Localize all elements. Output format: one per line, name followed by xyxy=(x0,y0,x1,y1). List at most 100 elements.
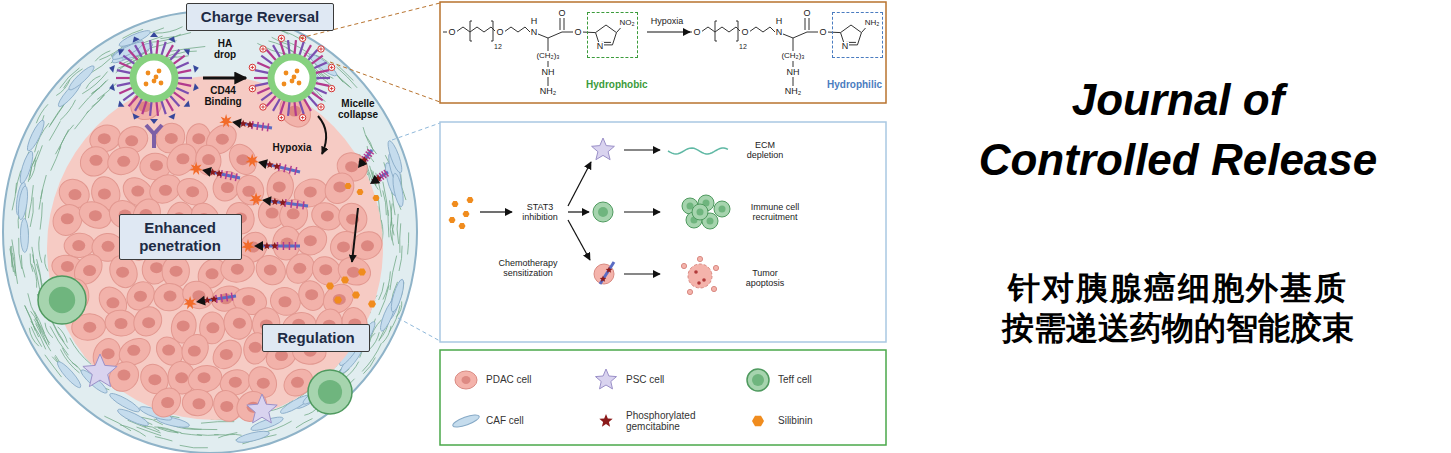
process-box: Regulation xyxy=(262,324,370,352)
annotation-label: CD44 Binding xyxy=(201,85,246,108)
ellipse-shape xyxy=(175,372,188,383)
circle-shape xyxy=(278,35,284,41)
title-text: Journal of Controlled Release xyxy=(968,70,1388,190)
circle-shape xyxy=(752,374,764,386)
ellipse-shape xyxy=(462,376,471,384)
path-shape xyxy=(368,301,376,308)
path-shape xyxy=(392,224,394,245)
path-shape xyxy=(92,94,105,106)
path-shape xyxy=(133,113,140,119)
path-shape xyxy=(383,271,390,299)
ellipse-shape xyxy=(236,154,249,165)
path-shape xyxy=(392,123,440,140)
path-shape xyxy=(246,121,254,128)
circle-shape xyxy=(144,82,149,87)
annotation-label: Micelle collapse xyxy=(336,98,381,121)
path-shape xyxy=(330,62,440,102)
ellipse-shape xyxy=(333,181,346,192)
g-shape xyxy=(241,239,300,252)
atom-label: O xyxy=(818,28,827,37)
rect-shape xyxy=(440,122,886,342)
legend-swatch xyxy=(599,414,612,427)
path-shape xyxy=(548,77,549,86)
path-shape xyxy=(331,87,332,91)
legend-text: CAF cell xyxy=(486,415,524,427)
path-shape xyxy=(809,17,810,30)
path-shape xyxy=(196,296,206,306)
ellipse-shape xyxy=(319,264,332,275)
path-shape xyxy=(91,81,105,94)
g-shape xyxy=(189,162,240,181)
ellipse-shape xyxy=(20,218,29,252)
ellipse-shape xyxy=(293,263,306,274)
legend-swatch xyxy=(747,369,769,391)
atom-label: N xyxy=(775,28,784,37)
path-shape xyxy=(252,121,253,129)
path-shape xyxy=(137,427,162,436)
box-label: Regulation xyxy=(277,329,355,346)
path-shape xyxy=(180,445,208,448)
path-shape xyxy=(144,426,160,431)
path-shape xyxy=(271,198,279,205)
circle-shape xyxy=(308,370,352,414)
path-shape xyxy=(452,201,459,207)
ellipse-shape xyxy=(146,382,186,422)
path-shape xyxy=(582,32,596,34)
legend-text: Silibinin xyxy=(778,415,812,427)
circle-shape xyxy=(697,281,701,285)
ellipse-shape xyxy=(182,389,213,416)
path-shape xyxy=(326,283,334,290)
ellipse-shape xyxy=(250,249,291,290)
path-shape xyxy=(318,116,326,154)
path-shape xyxy=(358,269,366,276)
path-shape xyxy=(109,65,115,73)
ellipse-shape xyxy=(142,317,155,328)
circle-shape xyxy=(711,286,716,291)
ellipse-shape xyxy=(125,135,138,146)
ellipse-shape xyxy=(249,342,262,353)
path-shape xyxy=(341,277,349,284)
path-shape xyxy=(459,223,466,229)
path-shape xyxy=(39,236,42,262)
atom-label: NH₂ xyxy=(784,87,803,96)
ellipse-shape xyxy=(216,134,229,145)
atom-label: O xyxy=(573,28,582,37)
circle-shape xyxy=(260,104,266,110)
path-shape xyxy=(193,65,199,73)
circle-shape xyxy=(318,46,324,52)
g-shape xyxy=(443,17,621,86)
path-shape xyxy=(182,428,217,430)
path-shape xyxy=(51,146,61,170)
annotation-label: Chemotherapy sensitization xyxy=(493,258,563,279)
g-shape xyxy=(47,86,386,427)
path-shape xyxy=(366,135,374,151)
path-shape xyxy=(254,241,263,251)
path-shape xyxy=(400,223,401,253)
ellipse-shape xyxy=(273,181,286,192)
ellipse-shape xyxy=(17,185,30,220)
path-shape xyxy=(358,158,367,168)
path-shape xyxy=(133,37,140,43)
atom-label: NH xyxy=(541,68,556,77)
circle-shape xyxy=(249,85,255,91)
path-shape xyxy=(146,125,154,148)
path-shape xyxy=(263,47,264,51)
circle-shape xyxy=(146,71,151,76)
circle-shape xyxy=(157,69,162,74)
ellipse-shape xyxy=(451,412,480,429)
path-shape xyxy=(34,145,42,167)
path-shape xyxy=(83,354,117,387)
path-shape xyxy=(596,369,617,389)
legend-swatch xyxy=(455,371,477,389)
path-shape xyxy=(752,416,764,426)
circle-shape xyxy=(318,104,324,110)
g-shape xyxy=(10,15,409,448)
ellipse-shape xyxy=(333,294,346,305)
path-shape xyxy=(463,211,470,217)
path-shape xyxy=(50,326,68,355)
path-shape xyxy=(154,125,162,134)
ellipse-shape xyxy=(291,377,304,388)
path-shape xyxy=(701,27,741,32)
atom-label: O xyxy=(740,28,749,37)
path-shape xyxy=(647,31,690,32)
